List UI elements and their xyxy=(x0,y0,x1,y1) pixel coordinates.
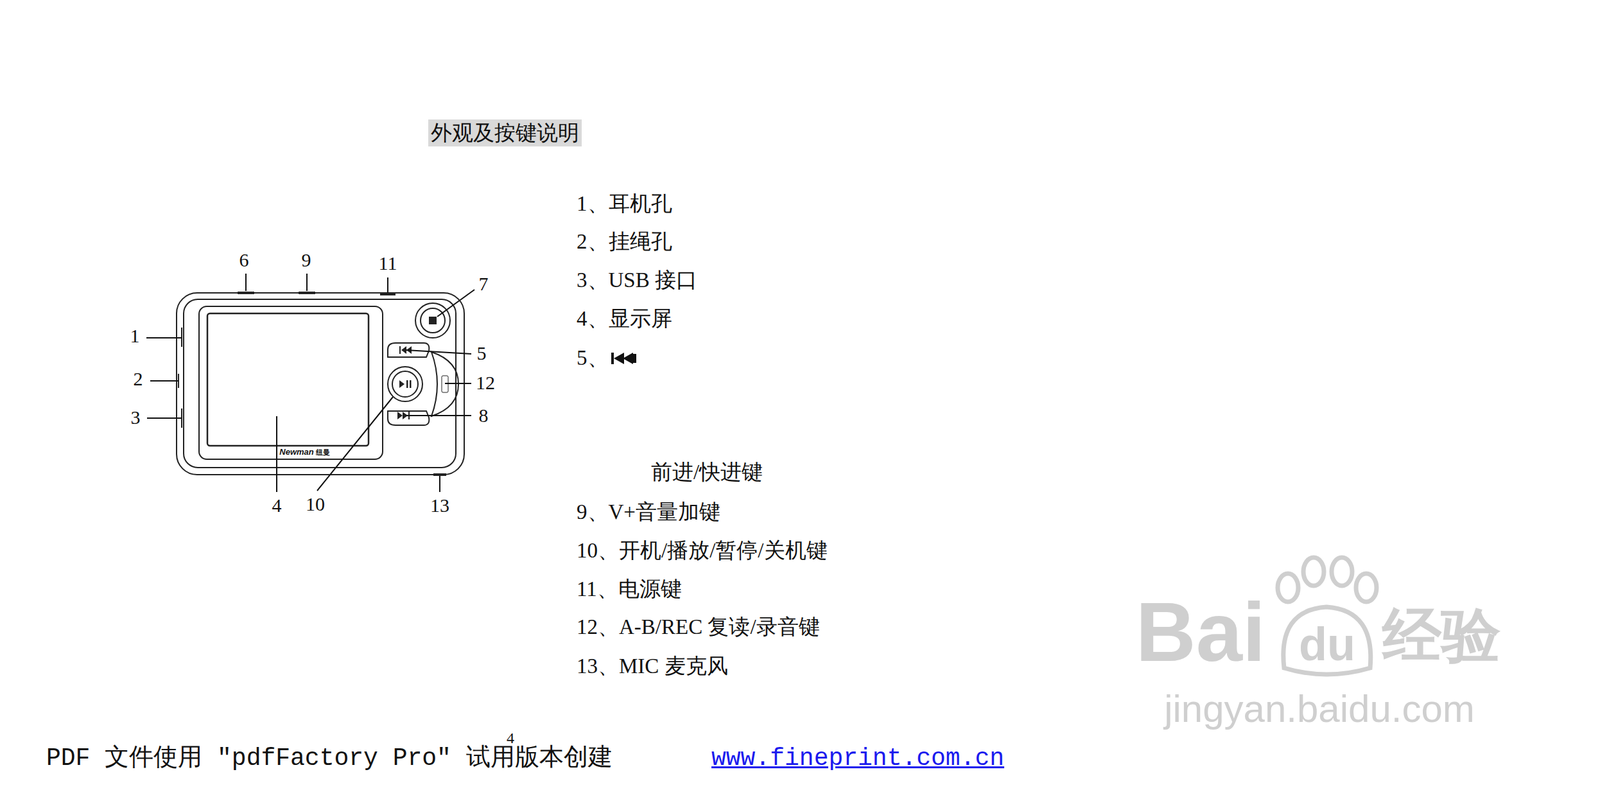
drawing-stroke xyxy=(406,380,409,388)
callout-number: 6 xyxy=(239,249,250,272)
page-number: 4 xyxy=(506,729,515,748)
display-screen xyxy=(207,313,369,446)
leader-lines xyxy=(146,273,475,492)
callout-number: 9 xyxy=(301,249,312,272)
play-button xyxy=(387,366,423,402)
key-list-item: 4、显示屏 xyxy=(576,306,673,332)
drawing-stroke xyxy=(1277,573,1299,602)
baidu-paw xyxy=(1277,557,1377,675)
drawing-stroke xyxy=(1303,557,1324,586)
drawing-stroke xyxy=(437,289,475,317)
callout-number: 12 xyxy=(475,371,496,395)
drawing-stroke xyxy=(1356,573,1377,602)
watermark: Bai xyxy=(1135,584,1266,681)
top-key xyxy=(298,291,316,295)
brand-logo: Newman xyxy=(279,447,314,458)
drawing-stroke xyxy=(1283,606,1371,675)
drawing-stroke xyxy=(401,346,407,354)
callout-number: 3 xyxy=(130,406,141,429)
drawing-stroke xyxy=(276,416,278,492)
screen-bezel xyxy=(199,306,383,460)
footer-link: www.fineprint.com.cn xyxy=(711,744,1005,773)
watermark: 经验 xyxy=(1382,601,1501,670)
key-list-item: 2、挂绳孔 xyxy=(576,229,673,255)
watermark: du xyxy=(1298,617,1356,671)
drawing-stroke xyxy=(397,411,403,420)
drawing-stroke xyxy=(176,292,465,475)
drawing-stroke xyxy=(405,349,472,354)
callout-number: 8 xyxy=(478,404,489,427)
drawing-stroke xyxy=(420,308,445,333)
mic-hole xyxy=(433,473,447,476)
drawing-stroke xyxy=(439,475,441,492)
key-list-item: 10、开机/播放/暂停/关机键 xyxy=(576,538,828,564)
key-list-item: 1、耳机孔 xyxy=(576,191,673,217)
callout-number: 13 xyxy=(430,494,450,517)
skip-back-icon xyxy=(611,352,637,365)
callout-number: 10 xyxy=(305,493,325,516)
callout-number: 2 xyxy=(133,367,144,391)
top-key xyxy=(237,291,255,295)
key-list-item: 12、A-B/REC 复读/录音键 xyxy=(576,615,820,640)
drawing-stroke xyxy=(409,380,412,388)
key-list-item: 9、V+音量加键 xyxy=(576,500,721,525)
watermark: jingyan.baidu.com xyxy=(1164,686,1475,731)
callout-number: 5 xyxy=(477,342,487,365)
pdf-footer: PDF 文件使用 ″pdfFactory Pro″ 试用版本创建 xyxy=(46,744,613,773)
key-list-item: 5、 xyxy=(576,346,609,371)
drawing-stroke xyxy=(245,273,247,291)
drawing-stroke xyxy=(633,353,637,363)
drawing-stroke xyxy=(429,317,436,324)
drawing-stroke xyxy=(1331,557,1353,586)
drawing-stroke xyxy=(306,273,308,291)
key-list-item: 11、电源键 xyxy=(576,577,682,602)
housing-inner-edge xyxy=(183,299,456,468)
section-title: 外观及按键说明 xyxy=(428,119,582,147)
drawing-stroke xyxy=(611,352,614,365)
drawing-stroke xyxy=(317,396,393,491)
drawing-stroke xyxy=(392,371,418,397)
key-list-item: 前进/快进键 xyxy=(651,460,763,485)
drawing-stroke xyxy=(399,380,405,388)
drawing-stroke xyxy=(387,277,389,293)
callout-number: 11 xyxy=(378,252,398,275)
drawing-stroke xyxy=(150,380,179,382)
brand-logo: 纽曼 xyxy=(315,448,331,457)
callout-number: 7 xyxy=(478,272,489,296)
drawing-stroke xyxy=(405,414,472,417)
key-list-item: 13、MIC 麦克风 xyxy=(576,654,729,679)
drawing-stroke xyxy=(147,417,182,419)
drawing-stroke xyxy=(622,352,634,365)
drawing-stroke xyxy=(613,352,625,365)
drawing-stroke xyxy=(399,346,401,354)
next-key xyxy=(387,410,429,426)
top-key xyxy=(380,292,396,296)
drawing-stroke xyxy=(397,346,449,420)
key-list-item: 3、USB 接口 xyxy=(576,268,698,293)
menu-button xyxy=(415,303,451,338)
drawing-stroke xyxy=(444,382,472,384)
drawing-stroke xyxy=(146,337,182,339)
callout-number: 4 xyxy=(272,494,282,517)
player-housing xyxy=(176,292,465,475)
callout-number: 1 xyxy=(130,324,140,348)
